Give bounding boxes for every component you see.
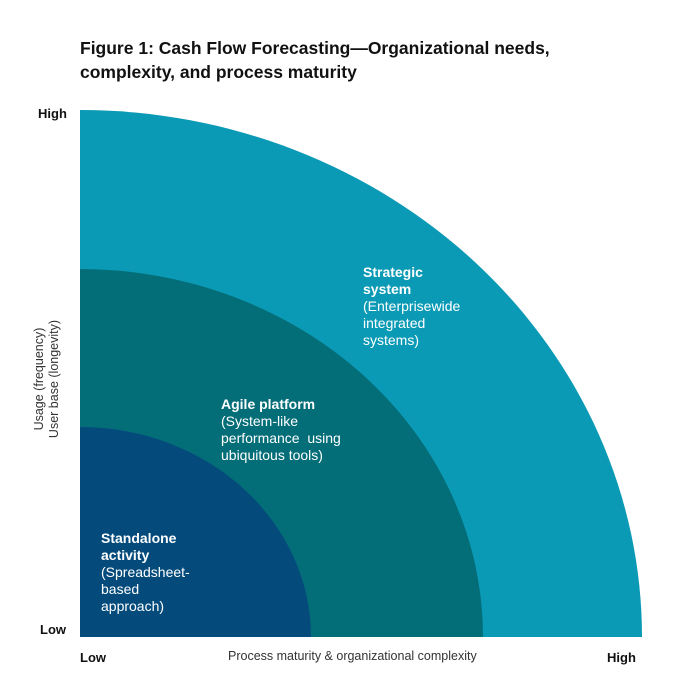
zone-desc: performance using [221,430,341,446]
figure-title: Figure 1: Cash Flow Forecasting—Organiza… [80,38,550,82]
standalone-activity-label: Standalone activity (Spreadsheet- based … [101,530,190,615]
zone-desc: approach) [101,598,165,614]
agile-platform-label: Agile platform (System-like performance … [221,396,341,464]
zone-standalone-activity [80,427,311,637]
y-axis-low-label: Low [40,622,66,637]
zone-desc: based [101,581,140,597]
zone-desc: ubiquitous tools) [221,447,323,463]
zone-name: Standalone [101,530,177,546]
y-axis-title-line1: Usage (frequency) [32,327,46,431]
x-axis-low-label: Low [80,650,106,665]
zone-desc: integrated [363,315,426,331]
zone-name: activity [101,547,150,563]
strategic-system-label: Strategic system (Enterprisewide integra… [363,264,460,349]
x-axis-title: Process maturity & organizational comple… [228,649,477,663]
y-axis-title: Usage (frequency) User base (longevity) [32,299,62,459]
zone-desc: (System-like [221,413,299,429]
x-axis-high-label: High [607,650,636,665]
zone-name: Agile platform [221,396,316,412]
zone-name: system [363,281,412,297]
y-axis-title-line2: User base (longevity) [47,319,61,439]
zone-desc: (Enterprisewide [363,298,461,314]
zone-desc: systems) [363,332,419,348]
zone-desc: (Spreadsheet- [101,564,190,580]
zone-name: Strategic [363,264,423,280]
y-axis-high-label: High [38,106,67,121]
